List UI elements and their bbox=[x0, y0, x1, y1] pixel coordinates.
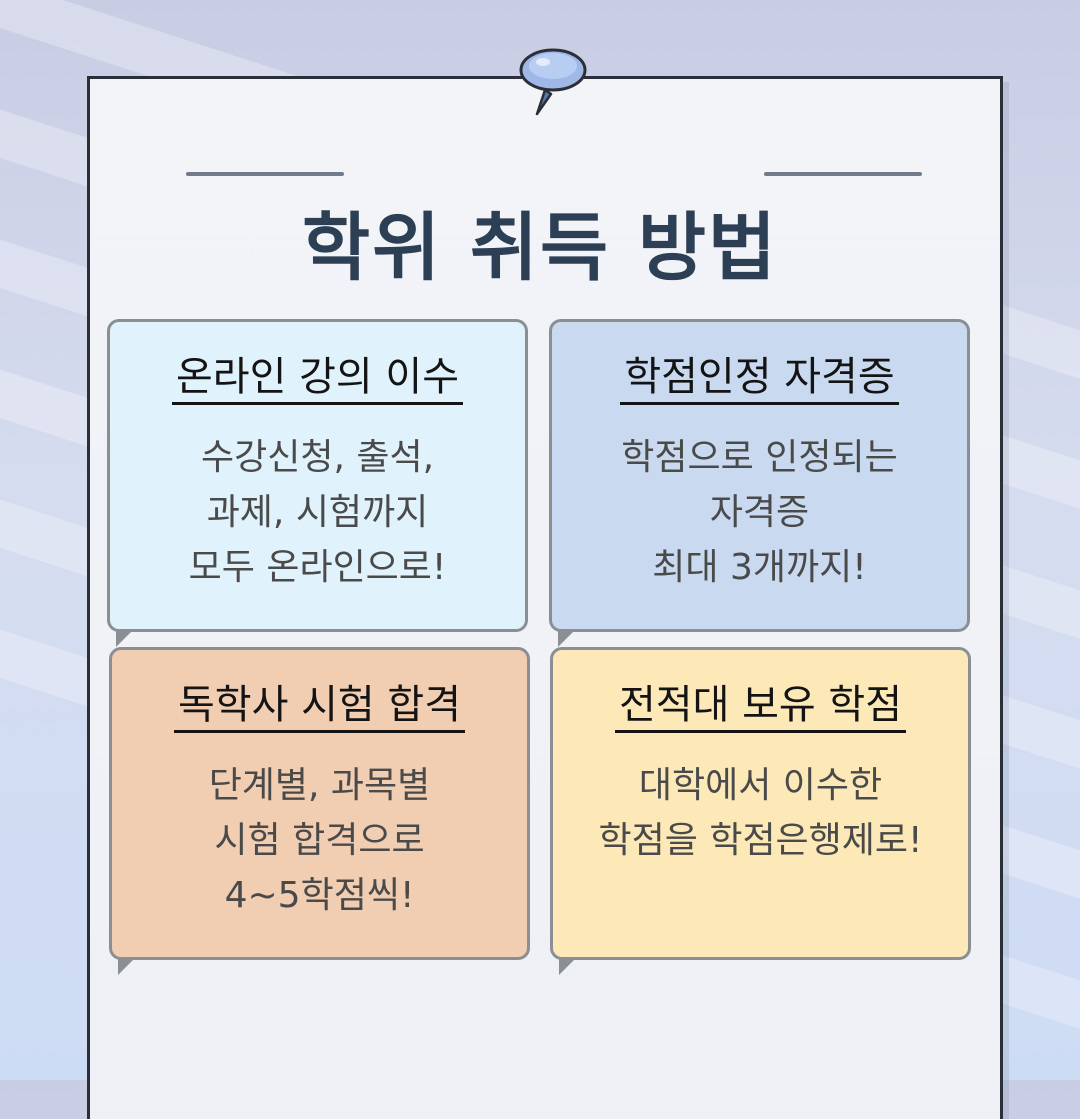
card-title: 학점인정 자격증 bbox=[620, 354, 899, 405]
card-line: 시험 합격으로 bbox=[214, 820, 425, 861]
card-online-lecture: 온라인 강의 이수 수강신청, 출석, 과제, 시험까지 모두 온라인으로! bbox=[107, 319, 528, 647]
card-line: 모두 온라인으로! bbox=[188, 547, 447, 588]
card-line: 4~5학점씩! bbox=[224, 875, 415, 916]
title-decoration-right bbox=[764, 172, 922, 176]
card-transfer-credits: 전적대 보유 학점 대학에서 이수한 학점을 학점은행제로! bbox=[550, 647, 971, 975]
card-line: 학점을 학점은행제로! bbox=[598, 820, 923, 861]
card-line: 최대 3개까지! bbox=[652, 547, 867, 588]
card-description: 단계별, 과목별 시험 합격으로 4~5학점씩! bbox=[112, 758, 527, 923]
card-title: 전적대 보유 학점 bbox=[614, 682, 907, 733]
card-line: 단계별, 과목별 bbox=[208, 765, 431, 806]
card-line: 과제, 시험까지 bbox=[206, 492, 429, 533]
card-description: 수강신청, 출석, 과제, 시험까지 모두 온라인으로! bbox=[110, 430, 525, 595]
card-description: 학점으로 인정되는 자격증 최대 3개까지! bbox=[552, 430, 967, 595]
card-title: 온라인 강의 이수 bbox=[171, 354, 464, 405]
card-self-study-exam: 독학사 시험 합격 단계별, 과목별 시험 합격으로 4~5학점씩! bbox=[109, 647, 530, 975]
card-line: 수강신청, 출석, bbox=[200, 437, 435, 478]
card-title: 독학사 시험 합격 bbox=[173, 682, 466, 733]
card-line: 자격증 bbox=[709, 492, 810, 533]
card-line: 대학에서 이수한 bbox=[638, 765, 883, 806]
page-title: 학위 취득 방법 bbox=[301, 205, 778, 291]
card-credit-certificate: 학점인정 자격증 학점으로 인정되는 자격증 최대 3개까지! bbox=[549, 319, 970, 647]
push-pin-icon bbox=[519, 48, 587, 116]
card-description: 대학에서 이수한 학점을 학점은행제로! bbox=[553, 758, 968, 868]
title-decoration-left bbox=[186, 172, 344, 176]
card-line: 학점으로 인정되는 bbox=[621, 437, 898, 478]
